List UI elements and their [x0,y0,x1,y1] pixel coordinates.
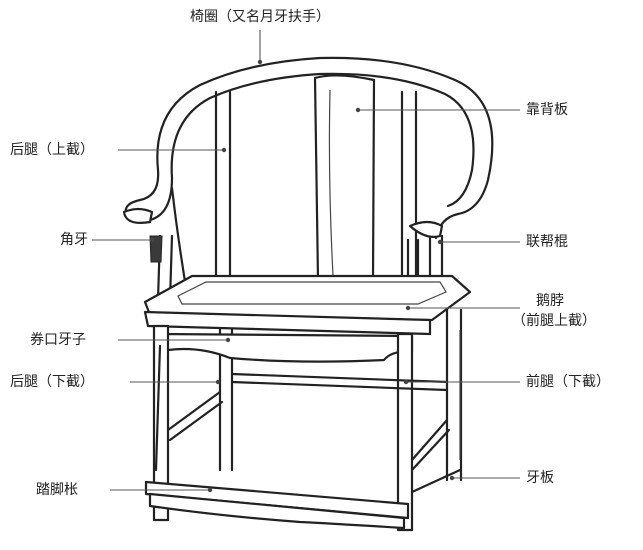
label-front-leg-lower: 前腿（下截） [526,374,610,390]
label-side-post: 联帮棍 [526,234,568,250]
seat-front-edge [143,310,432,336]
crest-rail [124,56,494,240]
leader-dot-front-leg-lower [403,379,409,385]
right-side-stretcher [410,418,451,472]
label-back-splat: 靠背板 [526,102,568,118]
corner-spandrel-left [149,235,163,263]
leader-dot-top-rail [257,59,263,65]
left-arm-end [122,207,154,224]
back-right-post [400,90,463,482]
rear-stretcher [230,372,449,384]
splat-grain [328,89,334,276]
label-arched-apron: 券口牙子 [30,332,86,348]
crest-rail-inner [148,72,475,222]
front-left-leg [152,324,170,522]
leader-dot-back-splat [355,107,361,113]
left-leg-shadow [154,344,162,472]
label-rear-leg-upper: 后腿（上截） [10,142,94,158]
leader-dot-goose-neck [405,305,411,311]
label-goose-neck-sub: （前腿上截） [512,313,596,329]
label-footrest: 踏脚枨 [36,482,78,498]
leader-dot-side-post [437,239,443,245]
front-right-leg [396,332,414,532]
leader-dot-arched-apron [225,337,231,343]
label-apron-board: 牙板 [526,470,554,486]
rear-stretcher-lower [230,380,449,392]
footrest-side [410,468,462,494]
right-arm-end [408,220,444,238]
leader-dot-rear-leg-upper [221,147,227,153]
seat-panel [177,281,447,305]
label-top-rail: 椅圈（又名月牙扶手） [190,9,330,25]
leader-dot-apron-board [449,475,455,481]
left-side-stretcher [166,390,224,442]
leader-dot-corner-spandrel [149,237,155,243]
leader-dot-rear-leg-lower [215,379,221,385]
footrest-apron [148,492,406,530]
label-rear-leg-lower: 后腿（下截） [10,374,94,390]
label-corner-spandrel: 角牙 [60,232,88,248]
label-goose-neck: 鹅脖 [536,293,564,309]
leader-dot-footrest [207,487,213,493]
